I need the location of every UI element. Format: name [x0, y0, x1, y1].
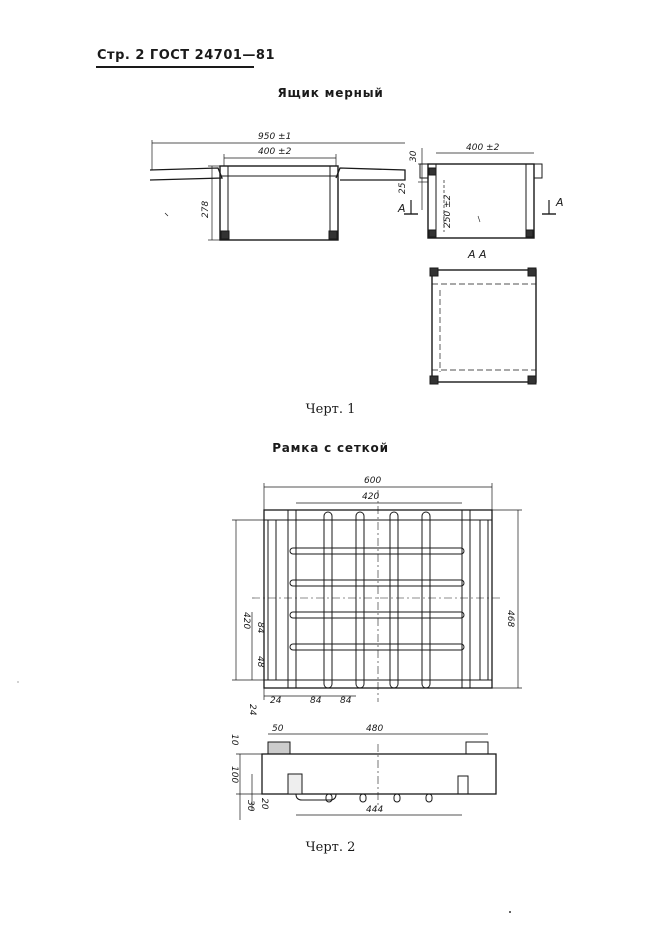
dim-sec-20: 20 — [259, 798, 269, 810]
dim-sec-10: 10 — [229, 734, 239, 746]
figure2-caption: Черт. 2 — [305, 840, 356, 855]
dim-side-height: 250 ±2 — [443, 194, 453, 228]
frame-section-view — [236, 733, 497, 820]
header-rule — [96, 66, 254, 68]
dim-top-offset: 30 — [409, 150, 419, 162]
figure1-title: Ящик мерный — [277, 86, 384, 100]
box-side-view — [404, 148, 556, 239]
dim-side-24: 24 — [247, 704, 257, 716]
dim-bottom-84-b: 84 — [340, 696, 352, 706]
figure1-caption: Черт. 1 — [305, 402, 356, 417]
dim-step-48: 48 — [255, 656, 265, 668]
dim-inner-width: 400 ±2 — [258, 147, 292, 157]
dim-inner-width2: 420 — [362, 492, 379, 502]
section-mark-left: А — [397, 202, 406, 215]
dim-sec-444: 444 — [366, 805, 383, 815]
dim-left-height: 420 — [241, 612, 251, 629]
dim-bottom-84-a: 84 — [310, 696, 322, 706]
frame-plan-view — [232, 483, 522, 702]
box-front-view — [149, 140, 406, 241]
page-header: Стр. 2 ГОСТ 24701—81 — [97, 48, 276, 63]
dim-bottom-24: 24 — [270, 696, 282, 706]
dim-side-offset: 25 — [398, 182, 408, 194]
dim-sec-100: 100 — [229, 766, 239, 783]
section-label: А А — [467, 248, 487, 261]
dim-sec-30: 30 — [245, 800, 255, 812]
figure2-title: Рамка с сеткой — [272, 441, 389, 455]
dim-step-84: 84 — [255, 622, 265, 634]
box-section-view — [429, 267, 537, 385]
dim-sec-480: 480 — [366, 724, 383, 734]
dim-side-width: 400 ±2 — [466, 143, 500, 153]
dim-height: 278 — [201, 201, 211, 218]
dim-right-height: 468 — [505, 610, 515, 627]
dim-overall-width: 950 ±1 — [258, 132, 291, 142]
section-mark-right: А — [555, 196, 564, 209]
dim-sec-50: 50 — [272, 724, 284, 734]
dim-outer-width: 600 — [364, 476, 381, 486]
